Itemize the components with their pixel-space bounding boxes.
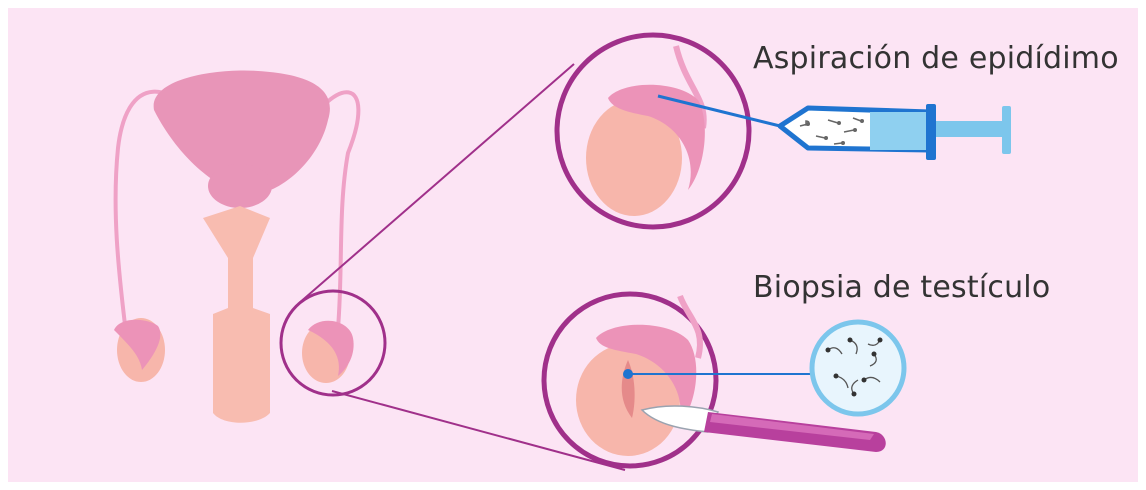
male-anatomy [114, 70, 385, 422]
penis [203, 206, 270, 423]
label-epididymal-aspiration: Aspiración de epidídimo [753, 41, 1119, 76]
label-testicular-biopsy: Biopsia de testículo [753, 270, 1050, 305]
prostate [208, 164, 272, 208]
sperm-icon [812, 322, 904, 414]
illustration-canvas: Aspiración de epidídimo Biopsia de testí… [8, 8, 1138, 482]
testicle-zoom [544, 294, 716, 466]
epididymis-zoom [557, 35, 749, 227]
anatomy-diagram [8, 8, 1138, 482]
